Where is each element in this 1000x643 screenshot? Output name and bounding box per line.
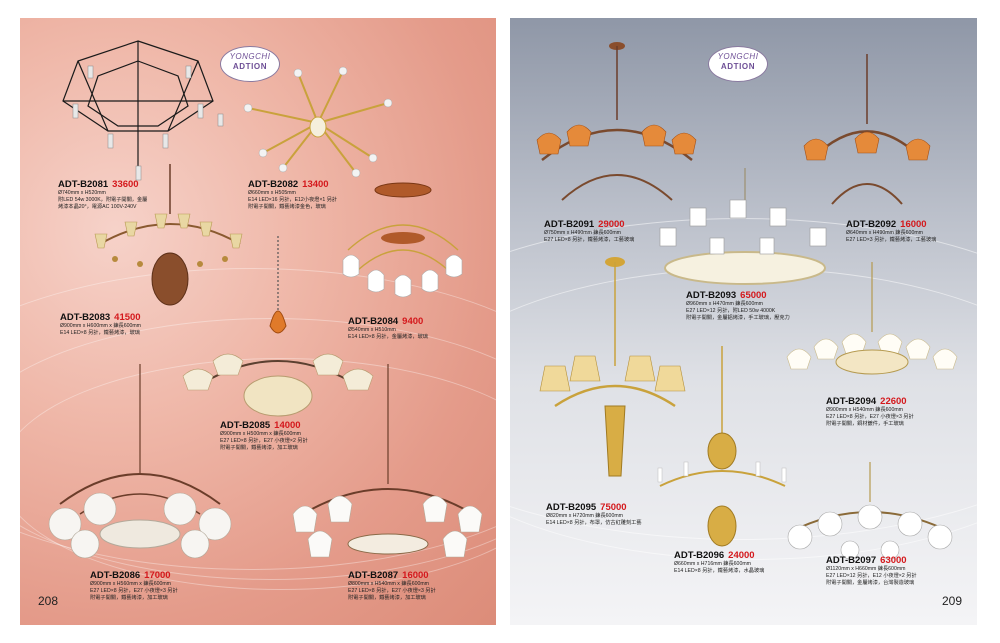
product-model: ADT-B2093 <box>686 290 737 301</box>
chandelier-b2092-image <box>803 54 931 205</box>
chandelier-b2087-image <box>292 364 483 558</box>
chandelier-b2095-image <box>539 257 686 477</box>
chandelier-b2082-image <box>243 66 393 178</box>
product-spec-line: 附電子開關，鐵藝烤漆，加工玻璃 <box>348 595 426 601</box>
product-spec-line: 附電子開關，鐵藝烤漆金色，玻璃 <box>248 204 326 210</box>
product-spec-line: E27 LED×8 另計，E27 小夜燈×3 另計 <box>348 588 436 594</box>
chandelier-b2086-image <box>48 364 232 559</box>
product-model: ADT-B2096 <box>674 550 725 561</box>
product-spec-line: 附電子開關，鐵藝烤漆，加工玻璃 <box>220 445 298 451</box>
product-spec-line: E14 LED×16 另計，E12小夜燈×1 另計 <box>248 197 338 203</box>
product-price: 24000 <box>728 550 755 561</box>
product-spec-line: Ø820mm x H720mm 鍊長600mm <box>546 513 623 519</box>
page-number-right: 209 <box>942 594 963 608</box>
product-spec-line: E27 LED×8 另計，E27 小夜燈×3 另計 <box>90 588 178 594</box>
product-spec-line: 附電子開關，鐵藝烤漆，加工玻璃 <box>90 595 168 601</box>
product-spec-line: 附電子開關，金屬烤漆，台灣製造玻璃 <box>826 580 915 586</box>
product-model: ADT-B2091 <box>544 219 595 230</box>
product-spec-line: Ø960mm x H470mm 鍊長600mm <box>686 301 763 307</box>
product-model: ADT-B2095 <box>546 502 597 513</box>
product-model: ADT-B2082 <box>248 179 299 190</box>
product-spec-line: Ø900mm x H560mm x 鍊長600mm <box>90 581 172 587</box>
product-spec-line: Ø640mm x H490mm 鍊長600mm <box>846 230 923 236</box>
chandelier-b2093-image <box>659 168 827 285</box>
product-spec-line: E14 LED×8 另計，鐵藝烤漆，玻璃 <box>60 330 140 336</box>
product-price: 16000 <box>900 219 927 230</box>
product-spec-line: Ø900mm x H500mm x 鍊長600mm <box>220 431 302 437</box>
product-model: ADT-B2085 <box>220 420 271 431</box>
product-spec-line: 附電子開關，銅材鍍件，手工玻璃 <box>826 421 904 427</box>
product-spec-line: E27 LED×8 另計，鐵藝烤漆，工藝玻璃 <box>544 237 635 243</box>
product-spec-line: Ø900mm x H600mm x 鍊長600mm <box>60 323 142 329</box>
product-price: 16000 <box>402 570 429 581</box>
product-price: 9400 <box>402 316 424 327</box>
product-spec-line: Ø740mm x H520mm <box>58 190 106 196</box>
chandelier-b2084-image <box>342 182 463 298</box>
product-spec-line: Ø800mm x H540mm x 鍊長600mm <box>348 581 430 587</box>
product-price: 33600 <box>112 179 139 190</box>
product-model: ADT-B2083 <box>60 312 111 323</box>
product-spec-line: 附LED 54w 3000K，附電子開關，金屬 <box>58 197 148 203</box>
product-spec-line: E14 LED×8 另計，鐵藝烤漆，水晶玻璃 <box>674 568 765 574</box>
product-spec-line: E27 LED×8 另計，E27 小夜燈×2 另計 <box>220 438 308 444</box>
product-spec-line: Ø750mm x H490mm 鍊長600mm <box>544 230 621 236</box>
product-spec-line: Ø660mm x H505mm <box>248 190 296 196</box>
chandelier-b2091-image <box>536 42 697 201</box>
product-spec-line: Ø900mm x H540mm 鍊長600mm <box>826 407 903 413</box>
product-spec-line: 烤漆本晶20°，電源AC 100V-240V <box>58 204 137 210</box>
chandelier-b2083-image <box>94 164 243 306</box>
chandelier-b2097-image <box>787 462 953 560</box>
product-model: ADT-B2097 <box>826 555 877 566</box>
product-model: ADT-B2081 <box>58 179 109 190</box>
decorative-swoosh <box>20 358 496 590</box>
product-model: ADT-B2087 <box>348 570 399 581</box>
product-model: ADT-B2084 <box>348 316 399 327</box>
product-spec-line: E27 LED×3 另計，鐵藝烤漆，工藝玻璃 <box>846 237 937 243</box>
product-spec-line: E27 LED×8 另計，E27 小夜燈×3 另計 <box>826 414 914 420</box>
product-price: 13400 <box>302 179 329 190</box>
chandelier-b2096-image <box>657 346 787 547</box>
product-price: 17000 <box>144 570 171 581</box>
product-spec-line: 附電子開關，金屬鋁烤漆，手工玻璃，壓克力 <box>686 315 790 321</box>
product-model: ADT-B2092 <box>846 219 897 230</box>
product-spec-line: E14 LED×8 另計，金屬烤漆，玻璃 <box>348 334 428 340</box>
product-price: 22600 <box>880 396 907 407</box>
product-price: 41500 <box>114 312 141 323</box>
product-spec-line: Ø540mm x H510mm <box>348 327 396 333</box>
product-spec-line: E14 LED×8 另計，布罩，仿古紅雕刻工藝 <box>546 520 642 526</box>
product-price: 63000 <box>880 555 907 566</box>
product-spec-line: E27 LED×12 另計，E12 小夜燈×2 另計 <box>826 573 917 579</box>
product-model: ADT-B2094 <box>826 396 877 407</box>
product-price: 29000 <box>598 219 625 230</box>
chandelier-b2094-image <box>786 262 958 375</box>
product-price: 75000 <box>600 502 627 513</box>
product-spec-line: Ø1120mm x H660mm 鍊長600mm <box>826 566 906 572</box>
chandelier-b2081-image <box>62 40 224 181</box>
chandelier-b2085-image <box>182 236 374 417</box>
product-spec-line: E27 LED×12 另計，附LED 50w 4000K <box>686 308 776 314</box>
page-number-left: 208 <box>38 594 59 608</box>
product-spec-line: Ø660mm x H716mm 鍊長600mm <box>674 561 751 567</box>
product-price: 14000 <box>274 420 301 431</box>
product-model: ADT-B2086 <box>90 570 141 581</box>
product-price: 65000 <box>740 290 767 301</box>
